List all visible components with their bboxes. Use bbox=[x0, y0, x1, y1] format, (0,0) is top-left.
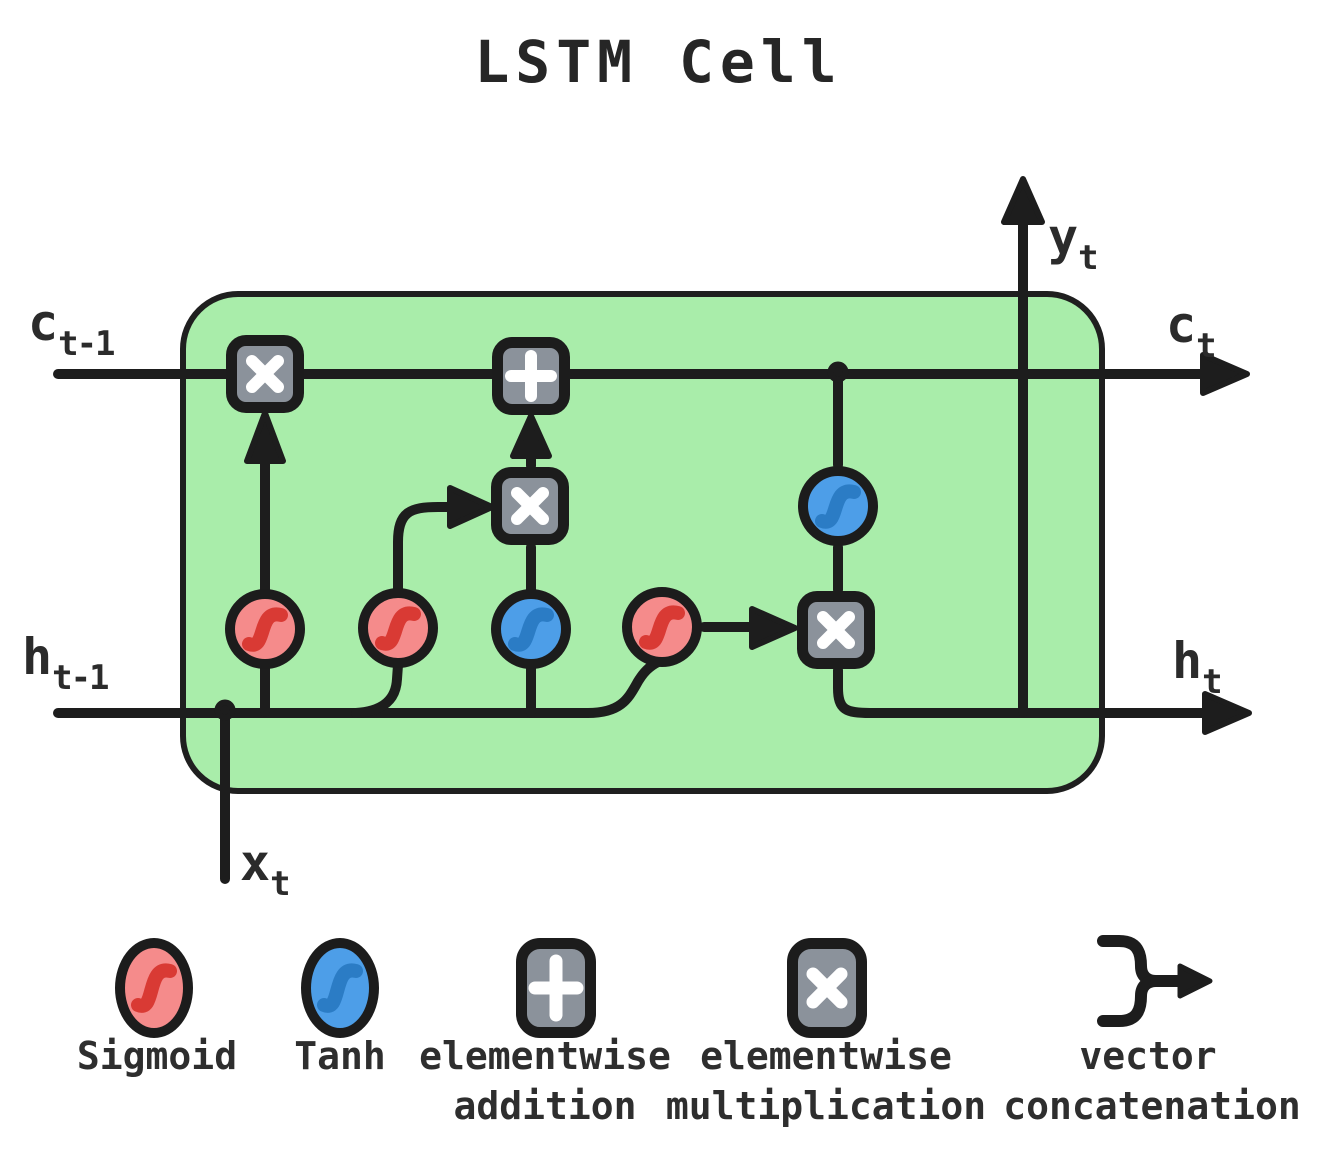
sigmoid-icon bbox=[115, 938, 193, 1038]
legend-label-concatenation-line1: vector bbox=[1079, 1034, 1217, 1078]
legend-label-sigmoid: Sigmoid bbox=[76, 1034, 238, 1078]
tanh-curve-icon bbox=[508, 607, 554, 652]
tanh-curve-icon bbox=[317, 963, 363, 1013]
label-x-input: xt bbox=[240, 834, 291, 904]
multiply-icon bbox=[817, 611, 855, 649]
tanh-icon bbox=[301, 938, 379, 1038]
add-gate bbox=[492, 337, 570, 415]
legend-label-concatenation-line2: concatenation bbox=[1003, 1084, 1301, 1128]
label-c-prev: ct-1 bbox=[28, 294, 116, 364]
page-title: LSTM Cell bbox=[474, 28, 843, 96]
elementwise-multiplication-icon bbox=[787, 938, 867, 1038]
legend-label-multiplication-line1: elementwise bbox=[700, 1034, 952, 1078]
sigmoid-curve-icon bbox=[131, 963, 177, 1013]
label-h-output: ht bbox=[1172, 632, 1223, 702]
y-out-arrowhead bbox=[1001, 176, 1045, 225]
legend-label-tanh: Tanh bbox=[294, 1034, 386, 1078]
output-multiply-gate bbox=[797, 591, 875, 669]
tanh-curve-icon bbox=[815, 484, 861, 529]
sigmoid-curve-icon bbox=[375, 606, 421, 651]
input-multiply-gate bbox=[491, 467, 569, 545]
multiply-icon bbox=[246, 355, 284, 393]
plus-icon bbox=[505, 350, 557, 402]
output-sigmoid-node bbox=[622, 587, 702, 667]
cellstate-tanh-node bbox=[798, 466, 878, 546]
sigmoid-curve-icon bbox=[242, 607, 288, 652]
sigmoid-curve-icon bbox=[639, 605, 685, 650]
label-y-output: yt bbox=[1048, 208, 1099, 278]
legend-label-multiplication-line2: multiplication bbox=[665, 1084, 987, 1128]
multiply-icon bbox=[511, 487, 549, 525]
multiply-icon bbox=[806, 967, 848, 1009]
label-h-prev: ht-1 bbox=[22, 628, 110, 698]
candidate-tanh-node bbox=[491, 589, 571, 669]
forget-multiply-gate bbox=[226, 335, 304, 413]
input-sigmoid-node bbox=[358, 588, 438, 668]
legend-label-addition-line1: elementwise bbox=[419, 1034, 671, 1078]
label-c-output: ct bbox=[1166, 296, 1217, 366]
vector-concatenation-icon bbox=[1097, 935, 1213, 1027]
elementwise-addition-icon bbox=[516, 938, 596, 1038]
plus-icon bbox=[528, 954, 584, 1022]
forget-sigmoid-node bbox=[225, 589, 305, 669]
legend-label-addition-line2: addition bbox=[453, 1084, 637, 1128]
lstm-cell-body bbox=[180, 291, 1105, 794]
